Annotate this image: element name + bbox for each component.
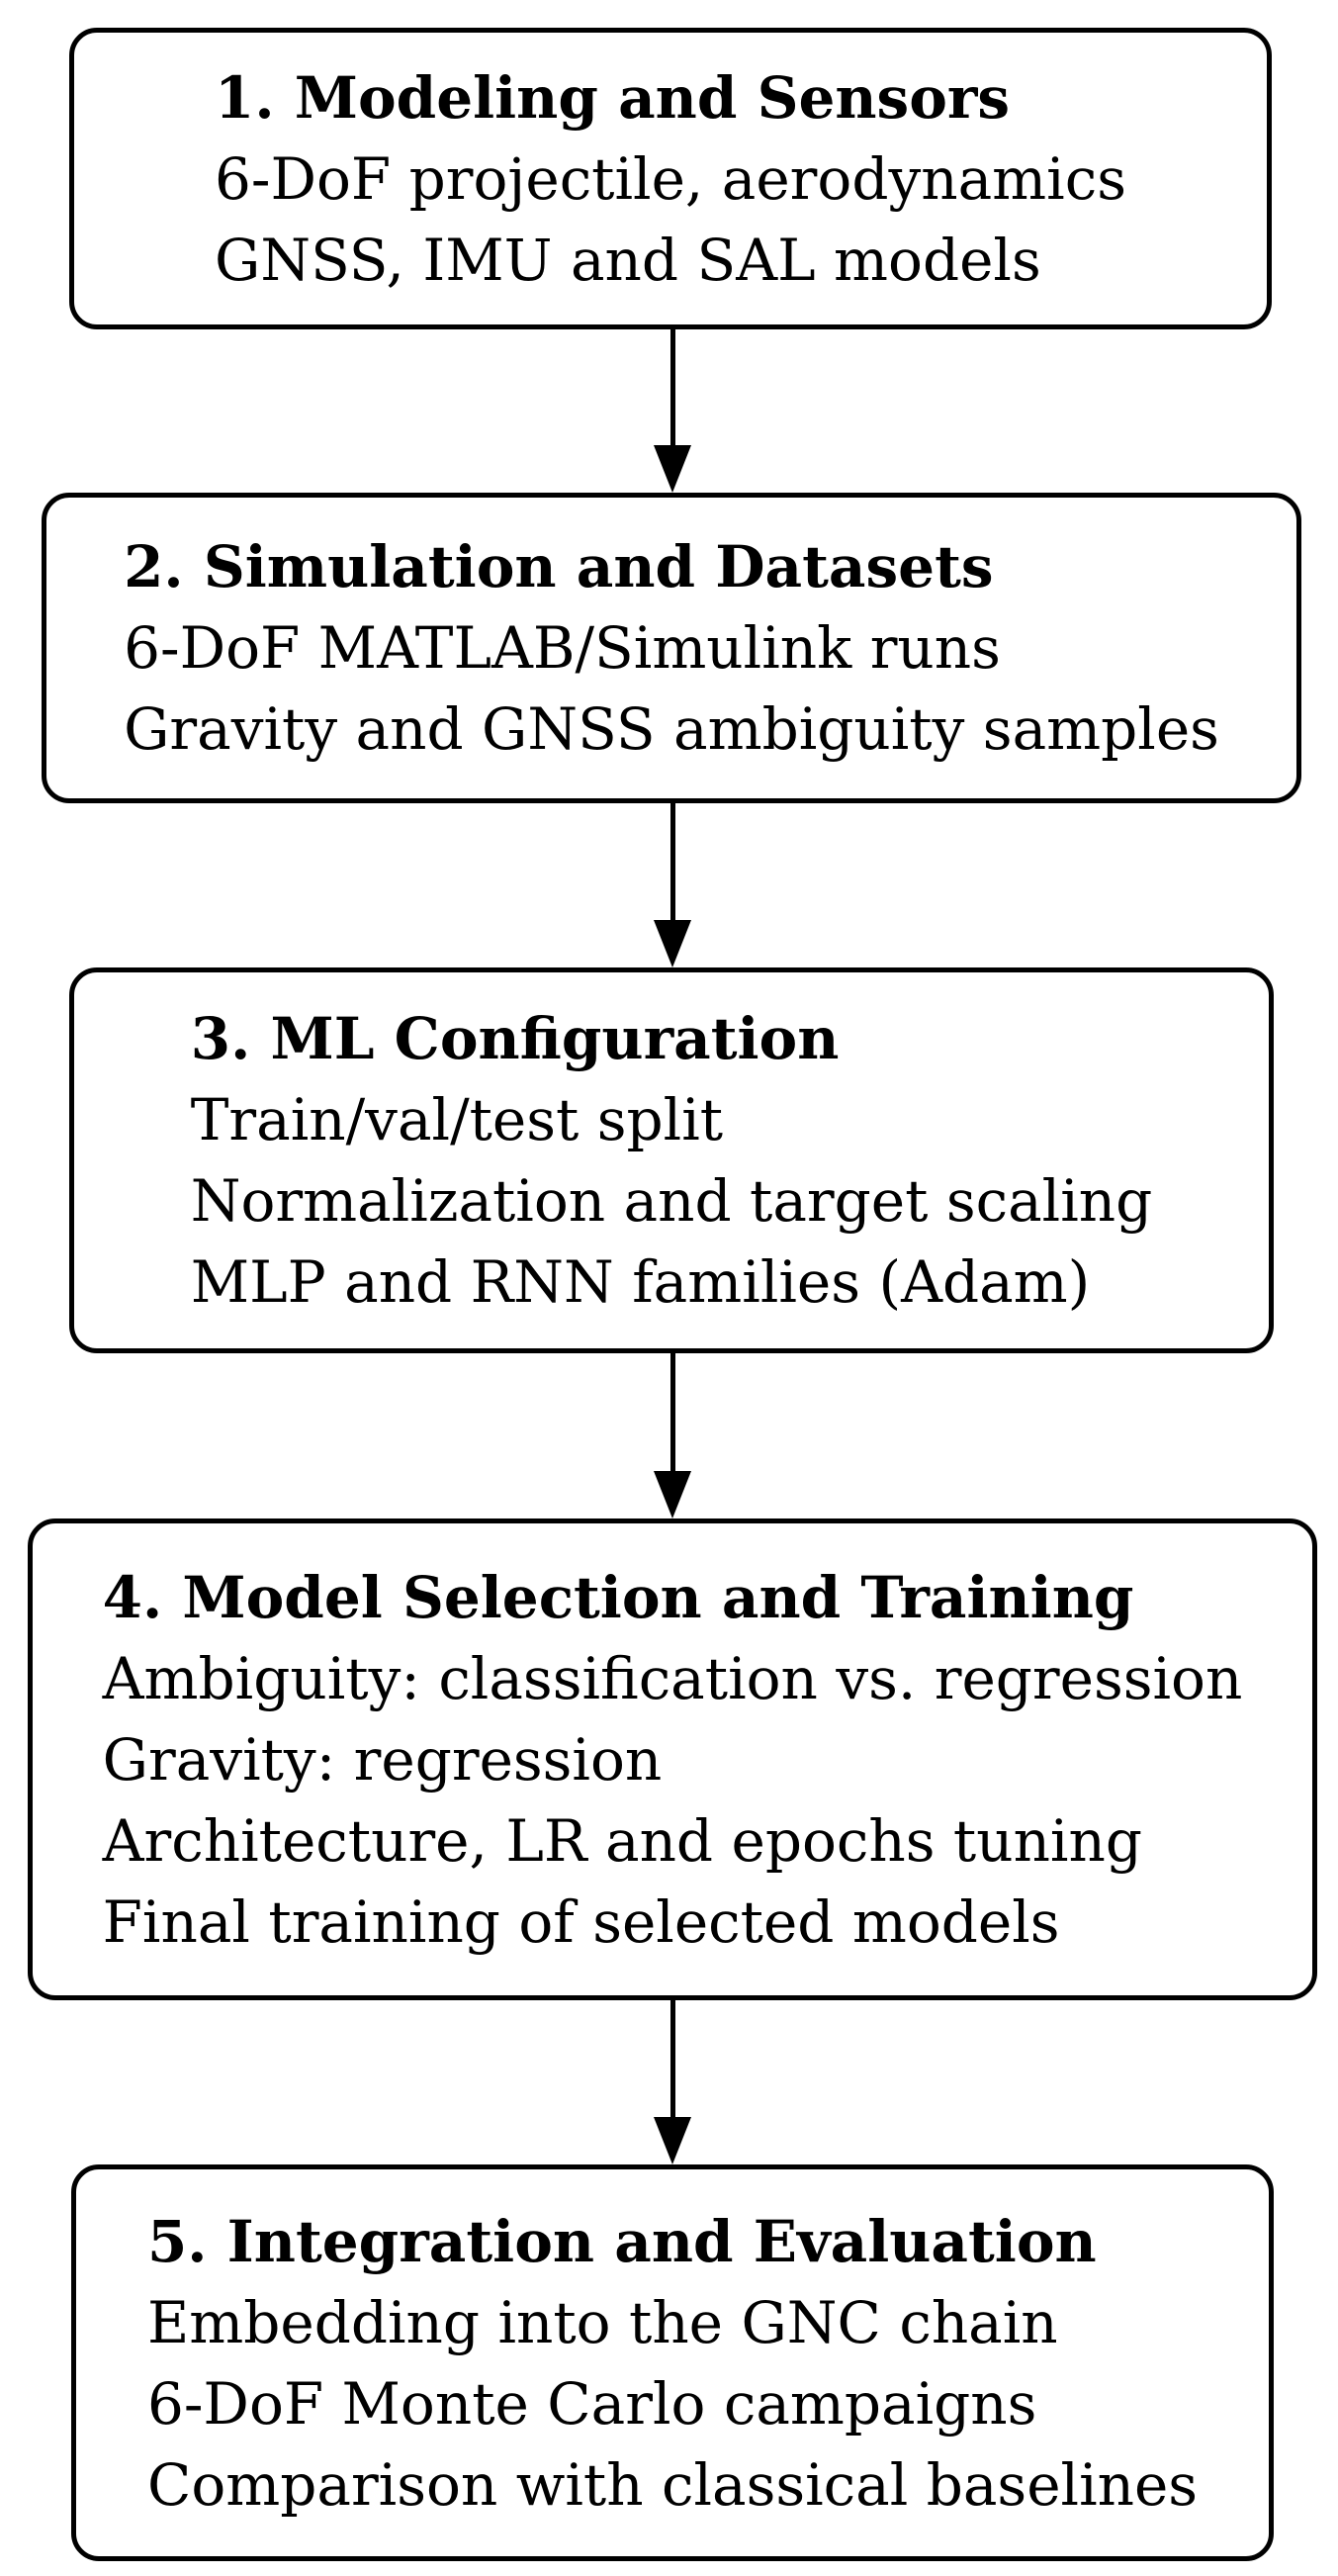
flow-step-1-content: 1. Modeling and Sensors 6-DoF projectile… bbox=[215, 57, 1126, 301]
flow-step-5-line: Comparison with classical baselines bbox=[146, 2450, 1199, 2519]
flow-step-4-line: Gravity: regression bbox=[102, 1725, 663, 1794]
flow-step-5-line: 6-DoF Monte Carlo campaigns bbox=[146, 2369, 1037, 2438]
flow-step-3-line: Normalization and target scaling bbox=[190, 1167, 1153, 1235]
arrow-down-icon bbox=[654, 2000, 691, 2164]
flow-step-2-title: 2. Simulation and Datasets bbox=[124, 533, 994, 600]
flow-step-2-line: 6-DoF MATLAB/Simulink runs bbox=[124, 614, 1001, 682]
flow-step-4-line: Final training of selected models bbox=[102, 1887, 1060, 1956]
flow-step-3-title: 3. ML Configuration bbox=[190, 1005, 840, 1072]
flow-step-3-content: 3. ML Configuration Train/val/test split… bbox=[191, 998, 1153, 1323]
flow-step-2-content: 2. Simulation and Datasets 6-DoF MATLAB/… bbox=[124, 526, 1219, 770]
flow-step-2-simulation-and-datasets: 2. Simulation and Datasets 6-DoF MATLAB/… bbox=[42, 493, 1301, 803]
arrow-head bbox=[654, 445, 691, 493]
arrow-head bbox=[654, 1471, 691, 1518]
flow-step-4-model-selection-and-training: 4. Model Selection and Training Ambiguit… bbox=[28, 1518, 1317, 2000]
flow-step-3-line: MLP and RNN families (Adam) bbox=[190, 1248, 1091, 1316]
flow-step-4-title: 4. Model Selection and Training bbox=[102, 1563, 1134, 1631]
arrow-shaft bbox=[669, 329, 675, 445]
flow-step-5-title: 5. Integration and Evaluation bbox=[146, 2207, 1097, 2275]
flow-step-4-content: 4. Model Selection and Training Ambiguit… bbox=[103, 1557, 1243, 1963]
arrow-down-icon bbox=[654, 329, 691, 493]
flow-step-4-line: Ambiguity: classification vs. regression bbox=[102, 1644, 1243, 1712]
arrow-down-icon bbox=[654, 803, 691, 967]
arrow-head bbox=[654, 2117, 691, 2164]
arrow-shaft bbox=[669, 2000, 675, 2117]
arrow-shaft bbox=[669, 1353, 675, 1471]
flow-step-3-line: Train/val/test split bbox=[190, 1086, 724, 1153]
flow-step-5-integration-and-evaluation: 5. Integration and Evaluation Embedding … bbox=[71, 2164, 1274, 2561]
flow-step-5-content: 5. Integration and Evaluation Embedding … bbox=[147, 2201, 1198, 2526]
flow-step-1-line: 6-DoF projectile, aerodynamics bbox=[215, 144, 1126, 213]
arrow-head bbox=[654, 920, 691, 967]
flow-step-3-ml-configuration: 3. ML Configuration Train/val/test split… bbox=[69, 967, 1274, 1353]
flow-step-5-line: Embedding into the GNC chain bbox=[146, 2288, 1058, 2356]
flow-step-1-line: GNSS, IMU and SAL models bbox=[215, 226, 1041, 294]
flow-step-2-line: Gravity and GNSS ambiguity samples bbox=[124, 695, 1219, 763]
flow-step-4-line: Architecture, LR and epochs tuning bbox=[102, 1806, 1142, 1875]
flow-step-1-modeling-and-sensors: 1. Modeling and Sensors 6-DoF projectile… bbox=[69, 28, 1272, 329]
flow-step-1-title: 1. Modeling and Sensors bbox=[215, 63, 1011, 132]
arrow-down-icon bbox=[654, 1353, 691, 1518]
arrow-shaft bbox=[669, 803, 675, 920]
